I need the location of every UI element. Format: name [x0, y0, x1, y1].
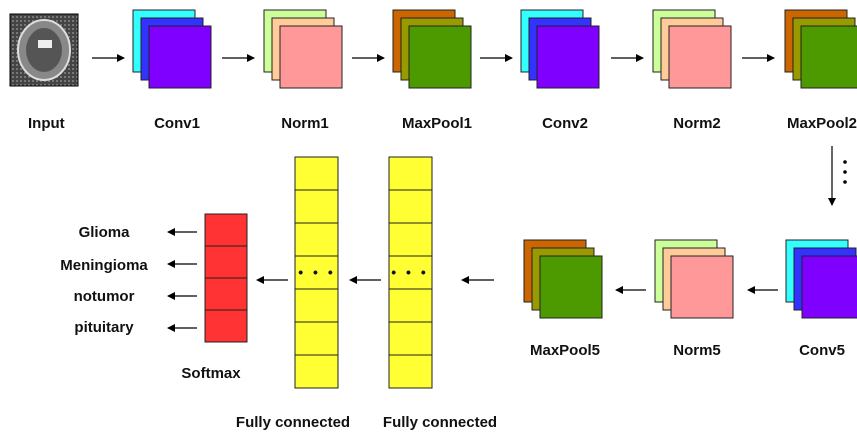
maxpool2-block [784, 9, 857, 89]
fc2-cell [388, 354, 433, 389]
conv2-block-slice [536, 25, 600, 89]
norm1-block-slice [279, 25, 343, 89]
fc2-cell [388, 156, 433, 191]
layer-label-conv5: Conv5 [799, 342, 845, 359]
fc2-cell [388, 222, 433, 257]
fc2-cell [388, 321, 433, 356]
fc1-cell [294, 321, 339, 356]
layer-label-conv2: Conv2 [542, 115, 588, 132]
maxpool1-block [392, 9, 472, 89]
class-label-notumor: notumor [73, 288, 135, 305]
continuation-dot [843, 170, 847, 174]
mri-scan-inner [26, 28, 62, 72]
softmax-cell [204, 309, 248, 343]
layer-label-fc2: Fully connected [382, 414, 498, 431]
softmax-cell [204, 277, 248, 311]
conv5-block-slice [801, 255, 857, 319]
conv1-block [132, 9, 212, 89]
fc2-cell [388, 189, 433, 224]
layer-label-input: Input [28, 115, 65, 132]
layer-label-maxpool2: MaxPool2 [787, 115, 857, 132]
layer-label-maxpool1: MaxPool1 [401, 115, 473, 132]
class-label-glioma: Glioma [78, 224, 130, 241]
layer-label-norm2: Norm2 [673, 115, 721, 132]
fc2-cell [388, 255, 433, 290]
class-label-meningioma: Meningioma [60, 257, 148, 274]
layer-label-norm5: Norm5 [673, 342, 721, 359]
norm1-block [263, 9, 343, 89]
conv2-block [520, 9, 600, 89]
fc1-cell [294, 222, 339, 257]
fc1-cell [294, 255, 339, 290]
conv1-block-slice [148, 25, 212, 89]
conv5-block [785, 239, 857, 319]
fc1-cell [294, 156, 339, 191]
class-label-pituitary: pituitary [74, 319, 134, 336]
softmax-cell [204, 213, 248, 247]
layer-label-fc1: Fully connected [235, 414, 351, 431]
maxpool2-block-slice [800, 25, 857, 89]
fc2-ellipsis: • • • [391, 264, 429, 280]
layer-label-softmax: Softmax [181, 365, 241, 382]
continuation-dot [843, 160, 847, 164]
maxpool5-block [523, 239, 603, 319]
continuation-dot [843, 180, 847, 184]
mri-tumor-spot [38, 40, 52, 48]
fc1-cell [294, 354, 339, 389]
layer-label-norm1: Norm1 [281, 115, 329, 132]
maxpool1-block-slice [408, 25, 472, 89]
norm2-block [652, 9, 732, 89]
norm2-block-slice [668, 25, 732, 89]
fc1-ellipsis: • • • [298, 264, 336, 280]
fc1-cell [294, 288, 339, 323]
fc2-cell [388, 288, 433, 323]
layer-label-conv1: Conv1 [154, 115, 200, 132]
layer-label-maxpool5: MaxPool5 [529, 342, 601, 359]
maxpool5-block-slice [539, 255, 603, 319]
norm5-block [654, 239, 734, 319]
fc1-cell [294, 189, 339, 224]
softmax-cell [204, 245, 248, 279]
norm5-block-slice [670, 255, 734, 319]
